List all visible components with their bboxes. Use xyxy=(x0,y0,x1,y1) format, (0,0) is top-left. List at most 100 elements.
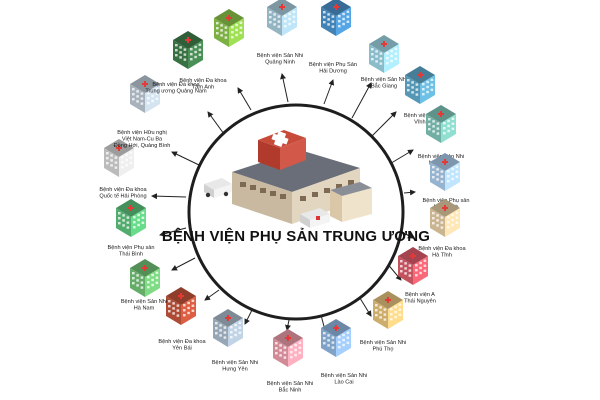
hospital-label-line: Bệnh viện Sản Nhi xyxy=(267,381,313,387)
hospital-building-icon xyxy=(130,259,160,297)
hospital-label-line: Bệnh viện Sản Nhi xyxy=(321,373,367,379)
hospital-building-icon xyxy=(130,75,160,113)
hospital-label-line: Hà Nam xyxy=(134,306,155,312)
hospital-building-icon xyxy=(166,287,196,325)
hospital-label-line: Hà Tĩnh xyxy=(432,253,452,259)
hospital-label-line: Thái Bình xyxy=(119,252,143,258)
arrow-vinh-phuc xyxy=(369,111,397,139)
hospital-building-icon xyxy=(405,66,435,104)
hospital-label-line: Bệnh viện Sản Nhi xyxy=(121,299,167,305)
hospital-building-icon xyxy=(321,319,351,357)
hospital-label-line: Quảng Ninh xyxy=(265,60,295,66)
arrow-quoc-te-hai-phong xyxy=(151,193,187,200)
arrow-viet-nam-cuba xyxy=(171,151,200,166)
hospital-label-line: Bệnh viện A xyxy=(405,292,435,298)
arrow-thai-binh xyxy=(159,227,187,237)
hospital-label-line: Bệnh viện Phụ sản xyxy=(108,245,155,251)
hospital-label-line: Bệnh viện Sản Nhi xyxy=(361,77,407,83)
hospital-label-line: Bệnh viện Sản Nhi xyxy=(212,360,258,366)
hospital-building-icon xyxy=(213,309,243,347)
hospital-building-icon xyxy=(267,0,297,36)
arrow-bac-giang xyxy=(351,82,372,119)
hospital-label-line: Bệnh viện Hữu nghị xyxy=(117,130,166,136)
arrow-tam-anh xyxy=(237,87,252,111)
hospital-label-line: Thái Nguyên xyxy=(404,299,436,305)
hospital-label-line: Hưng Yên xyxy=(222,367,247,373)
hospital-label-line: Bệnh viện Đa khoa xyxy=(99,187,147,193)
center-title: BỆNH VIỆN PHỤ SẢN TRUNG ƯƠNG xyxy=(162,227,430,245)
hospital-building-icon xyxy=(426,105,456,143)
arrow-yen-bai xyxy=(204,289,220,301)
hospital-label-line: Việt Nam-Cu Ba xyxy=(122,137,163,143)
hospital-building-icon xyxy=(369,35,399,73)
hospital-building-icon xyxy=(214,9,244,47)
hospital-label-line: Bắc Ninh xyxy=(279,387,302,394)
arrow-nam-dinh xyxy=(403,189,416,196)
hospital-label-line: Bắc Giang xyxy=(371,83,397,90)
central-hospital-illustration xyxy=(204,130,372,228)
hospital-building-icon xyxy=(104,139,134,177)
hospital-building-icon xyxy=(398,247,428,285)
hospital-label-line: Bệnh viện Đa khoa xyxy=(179,78,227,84)
hospital-label-line: Yên Bái xyxy=(172,346,192,352)
hospital-building-icon xyxy=(173,31,203,69)
hospital-building-icon xyxy=(430,153,460,191)
hospital-label-line: Phú Thọ xyxy=(372,347,393,353)
hospital-label-line: Trung ương Quảng Nam xyxy=(145,89,207,95)
hospital-label-line: Bệnh viện Sản Nhi xyxy=(257,53,303,59)
hospital-label-line: Bệnh viện Sản Nhi xyxy=(360,340,406,346)
hospital-label-line: Tâm Anh xyxy=(192,85,214,91)
arrow-hai-duong xyxy=(323,79,335,105)
hospital-building-icon xyxy=(373,291,403,329)
hospital-label-line: Đồng Hới, Quảng Bình xyxy=(114,143,171,149)
hospital-label-line: Lào Cai xyxy=(334,380,353,386)
arrow-ha-tinh xyxy=(401,231,414,239)
arrow-trung-uong-quang-nam xyxy=(207,111,225,135)
hospital-building-icon xyxy=(273,329,303,367)
hospital-building-icon xyxy=(116,199,146,237)
hospital-label-line: Hải Dương xyxy=(319,69,347,75)
arrow-bac-ninh xyxy=(285,319,291,331)
hospital-building-icon xyxy=(321,0,351,36)
hospital-label-line: Bệnh viện Đa khoa xyxy=(158,339,206,345)
hospital-label-line: Quốc tế Hải Phòng xyxy=(99,194,146,200)
hospital-label-line: Bệnh viện Đa khoa xyxy=(152,82,200,88)
hospital-building-icon xyxy=(430,199,460,237)
hospital-label-line: Bệnh viện Đa khoa xyxy=(418,246,466,252)
arrow-ha-nam xyxy=(171,257,196,271)
hospital-label-line: Bệnh viện Phụ Sản xyxy=(309,62,357,68)
